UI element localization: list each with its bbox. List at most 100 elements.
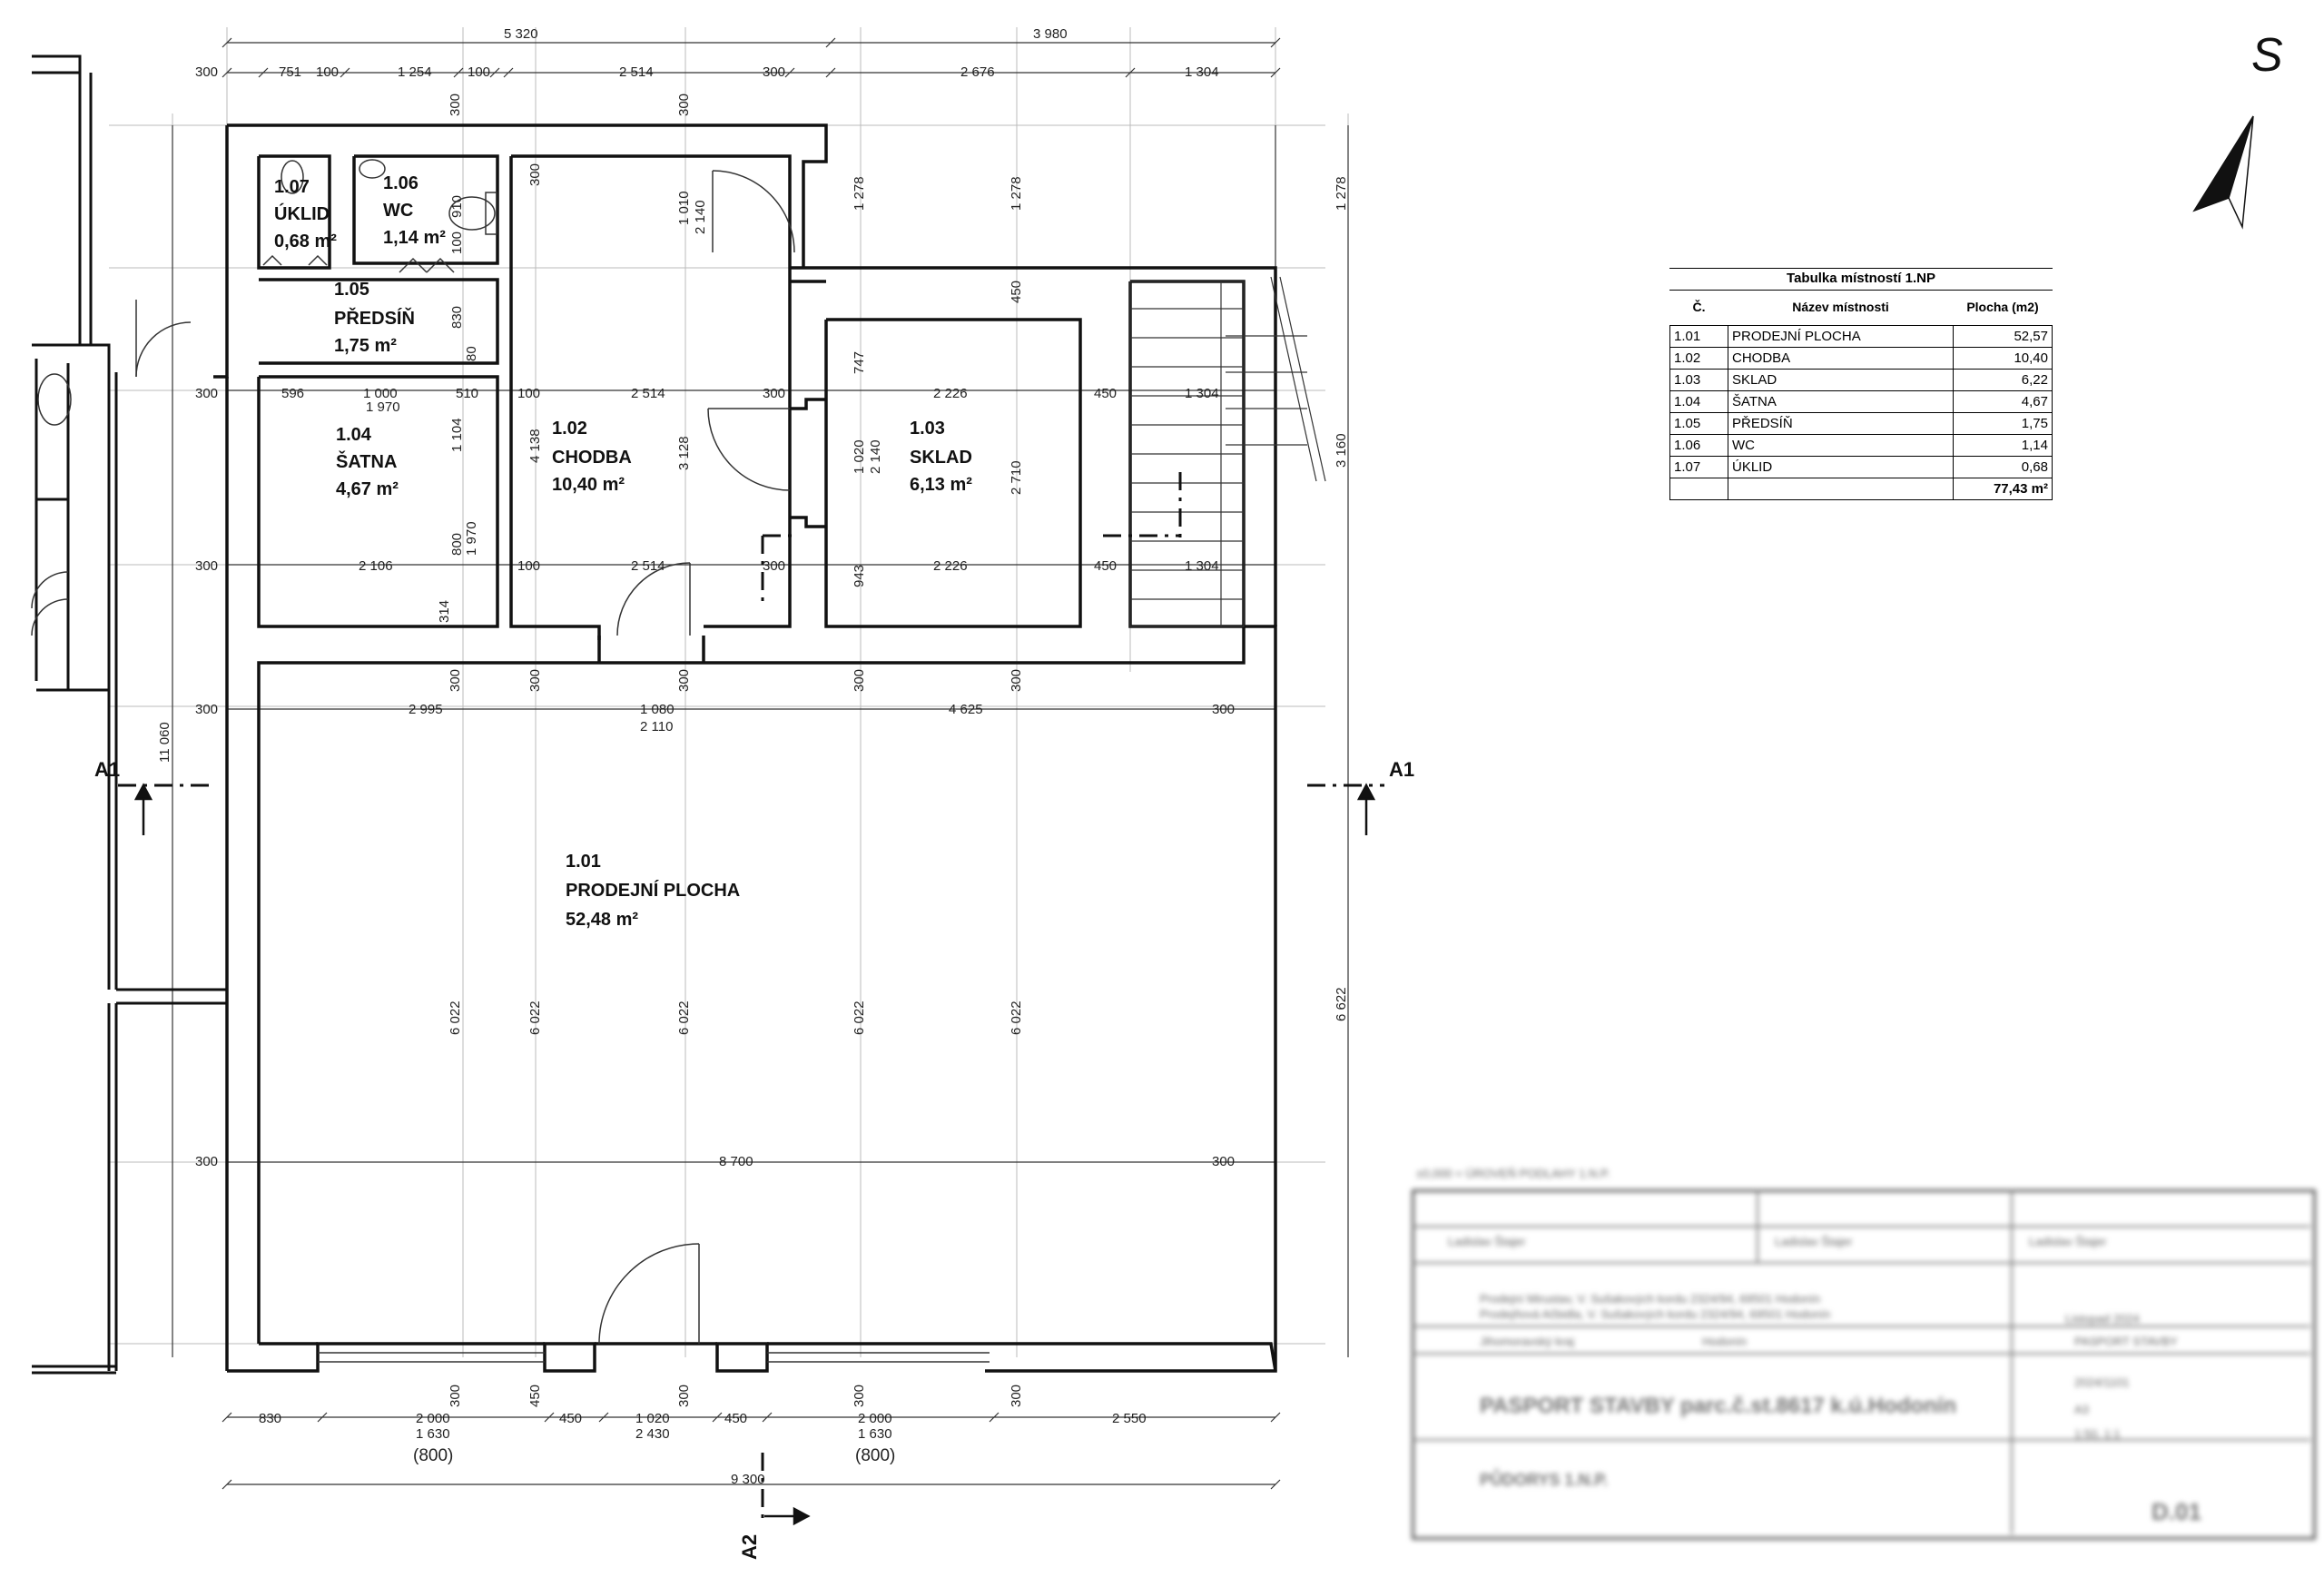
dim-v-11060: 11 060 [157, 722, 172, 763]
dim-a-4: 100 [517, 386, 540, 401]
dim-c-2: 1 080 [640, 702, 675, 717]
dim-top-6: 300 [763, 64, 785, 80]
dim-a-3: 510 [456, 386, 478, 401]
room-1-01-number: 1.01 [566, 852, 601, 872]
dim-v-100a: 100 [449, 232, 465, 254]
room-name: CHODBA [1728, 347, 1954, 370]
dim-b-6: 450 [1094, 558, 1117, 574]
dim-v-300e: 300 [527, 669, 543, 692]
dim-v-300f: 300 [676, 669, 692, 692]
room-1-01-name: PRODEJNÍ PLOCHA [566, 880, 740, 901]
dim-v-300l: 300 [1009, 1385, 1024, 1407]
dim-bottom-2: 450 [559, 1411, 582, 1426]
table-row: 1.03 SKLAD 6,22 [1669, 369, 2053, 391]
dim-v-1278c: 1 278 [1334, 176, 1349, 211]
room-name: ÚKLID [1728, 456, 1954, 478]
dim-b-3: 2 514 [631, 558, 665, 574]
toilet-icon [281, 159, 497, 235]
dimension-texts-row-d: 300 8 700 300 [195, 1154, 1235, 1169]
dim-v-300d: 300 [448, 669, 463, 692]
dim-v-1010: 1 010 [676, 191, 692, 225]
title-block-doc-type: PASPORT STAVBY [2074, 1335, 2178, 1348]
neighbour-building [32, 54, 227, 1375]
dim-v-300b: 300 [676, 94, 692, 116]
section-label-a2: A2 [738, 1534, 761, 1560]
room-no: 1.04 [1669, 390, 1728, 413]
room-1-04-area: 4,67 m² [336, 479, 399, 499]
dim-top-3: 1 254 [398, 64, 432, 80]
dim-c-1: 2 995 [409, 702, 443, 717]
dim-v-1278a: 1 278 [852, 176, 867, 211]
dim-v-80: 80 [464, 346, 479, 361]
dim-b-7: 1 304 [1185, 558, 1219, 574]
room-area: 52,57 [1953, 325, 2053, 348]
room-no: 1.05 [1669, 412, 1728, 435]
staircase [1129, 276, 1326, 627]
room-1-04-number: 1.04 [336, 425, 372, 445]
room-1-07-name: ÚKLID [274, 202, 330, 224]
dim-b-5: 2 226 [933, 558, 968, 574]
dim-v-800: 800 [449, 533, 465, 556]
dim-v-6022b: 6 022 [527, 1000, 543, 1035]
title-block-date: Listopad 2024 [2065, 1312, 2140, 1326]
room-1-07-number: 1.07 [274, 177, 310, 197]
room-name: PRODEJNÍ PLOCHA [1728, 325, 1954, 348]
title-block-job-no: 2024/1101 [2074, 1375, 2130, 1389]
table-row: 1.05 PŘEDSÍŇ 1,75 [1669, 412, 2053, 435]
dim-v-2140a: 2 140 [693, 200, 708, 234]
dimension-texts-top: 5 320 3 980 300 751 100 1 254 100 2 514 … [195, 26, 1219, 80]
room-area: 1,14 [1953, 434, 2053, 457]
dim-bottom-paren-0: (800) [413, 1446, 453, 1465]
table-row: 1.06 WC 1,14 [1669, 434, 2053, 457]
dim-c-0: 300 [195, 702, 218, 717]
room-table-header-name: Název místnosti [1728, 291, 1954, 326]
dim-bottom-4: 450 [724, 1411, 747, 1426]
title-block-drawing-title: PŮDORYS 1.N.P. [1480, 1471, 1609, 1489]
dimension-texts-row-c: 300 2 995 1 080 2 110 4 625 300 [195, 702, 1235, 734]
dim-bottom-1: 2 000 [416, 1411, 450, 1426]
dim-top-4: 100 [468, 64, 490, 80]
table-total-row: 77,43 m² [1669, 478, 2053, 500]
room-1-06-area: 1,14 m² [383, 228, 446, 248]
dim-v-6022c: 6 022 [676, 1000, 692, 1035]
title-block-municipality: Hodonín [1702, 1335, 1748, 1348]
dim-bottom-sub-0: 1 630 [416, 1426, 450, 1442]
section-label-a1-right: A1 [1389, 758, 1414, 781]
title-block-scale: 1:50, 1:1 [2074, 1427, 2121, 1441]
dim-v-1020: 1 020 [852, 439, 867, 474]
room-table-header-area: Plocha (m2) [1953, 291, 2053, 326]
title-block-owner-2: Prodejňová Ačbidla, V. Sušakových kordu … [1480, 1307, 1831, 1321]
room-1-06-number: 1.06 [383, 173, 419, 193]
dim-bottom-5: 2 000 [858, 1411, 892, 1426]
dim-bottom-sub-2: 1 630 [858, 1426, 892, 1442]
dim-top-1: 751 [279, 64, 301, 80]
room-table-title: Tabulka místností 1.NP [1669, 268, 2053, 291]
neighbour-doors [31, 300, 192, 636]
dim-v-910: 910 [449, 195, 465, 218]
dim-v-6022a: 6 022 [448, 1000, 463, 1035]
dim-bottom-total: 9 300 [731, 1472, 765, 1487]
dim-v-2140b: 2 140 [868, 439, 883, 474]
room-table-header: Č. Název místnosti Plocha (m2) [1669, 291, 2053, 326]
title-block: ±0,000 = ÚROVEŇ PODLAHY 1.N.P. Ladislav … [1412, 1167, 2319, 1540]
room-1-07-area: 0,68 m² [274, 232, 337, 251]
room-name: SKLAD [1728, 369, 1954, 391]
title-block-project-title: PASPORT STAVBY parc.č.st.8617 k.ú.Hodoní… [1480, 1394, 1957, 1418]
dim-b-0: 300 [195, 558, 218, 574]
windows [318, 1352, 990, 1363]
room-1-05-area: 1,75 m² [334, 336, 397, 356]
room-1-03-area: 6,13 m² [910, 475, 972, 495]
dim-top-0: 300 [195, 64, 218, 80]
dim-v-6022d: 6 022 [852, 1000, 867, 1035]
dim-bottom-3: 1 020 [635, 1411, 670, 1426]
dim-a-0: 300 [195, 386, 218, 401]
dim-v-450a: 450 [1009, 281, 1024, 303]
dim-v-300h: 300 [1009, 669, 1024, 692]
doors [262, 170, 795, 1345]
dim-v-450b: 450 [527, 1385, 543, 1407]
wall-fills [543, 1342, 769, 1373]
dim-top-total-1: 5 320 [504, 26, 538, 42]
dim-v-314: 314 [437, 600, 452, 623]
dim-a-8: 450 [1094, 386, 1117, 401]
dimension-lines [172, 42, 1349, 1485]
